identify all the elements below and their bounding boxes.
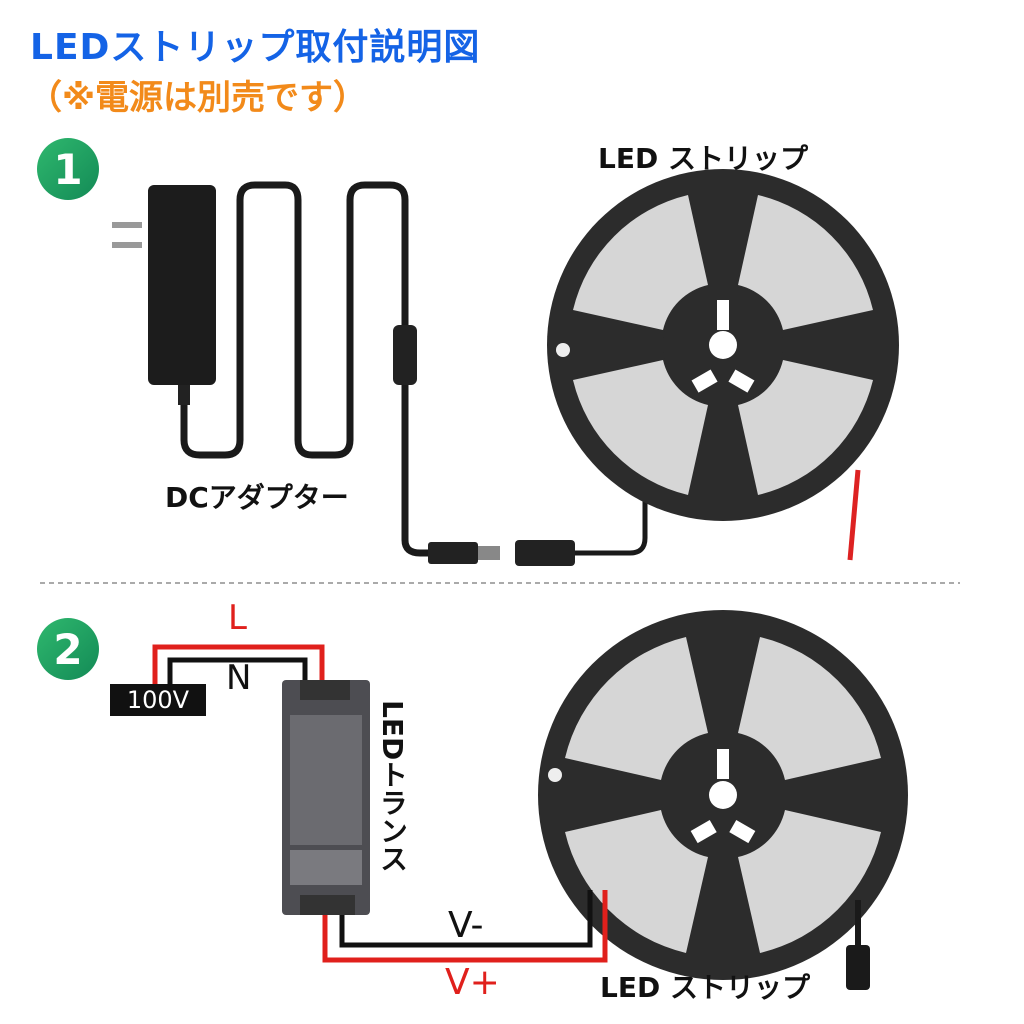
transformer-label: LEDトランス [376,700,409,873]
dc-adapter [112,181,648,566]
wire-vminus [339,890,593,948]
step-2-badge: 2 [37,618,99,680]
vplus-label: V+ [445,962,500,1003]
led-strip-label-2: LED ストリップ [600,971,810,1004]
dc-adapter-label: DCアダプター [165,481,349,514]
wire-n [167,657,308,690]
voltage-label: 100V [110,684,206,716]
page-title: LEDストリップ取付説明図 [30,27,481,68]
wire-l [152,644,325,690]
page-subtitle: （※電源は別売です） [28,78,368,118]
neutral-label: N [226,658,252,698]
led-strip-label-1: LED ストリップ [598,142,808,175]
wire-vplus [322,890,608,963]
vminus-label: V- [448,905,484,946]
line-label: L [228,598,247,638]
step-1-badge: 1 [37,138,99,200]
led-strip-reel-1 [547,169,899,521]
led-strip-reel-2 [538,610,908,980]
led-transformer [282,680,370,915]
